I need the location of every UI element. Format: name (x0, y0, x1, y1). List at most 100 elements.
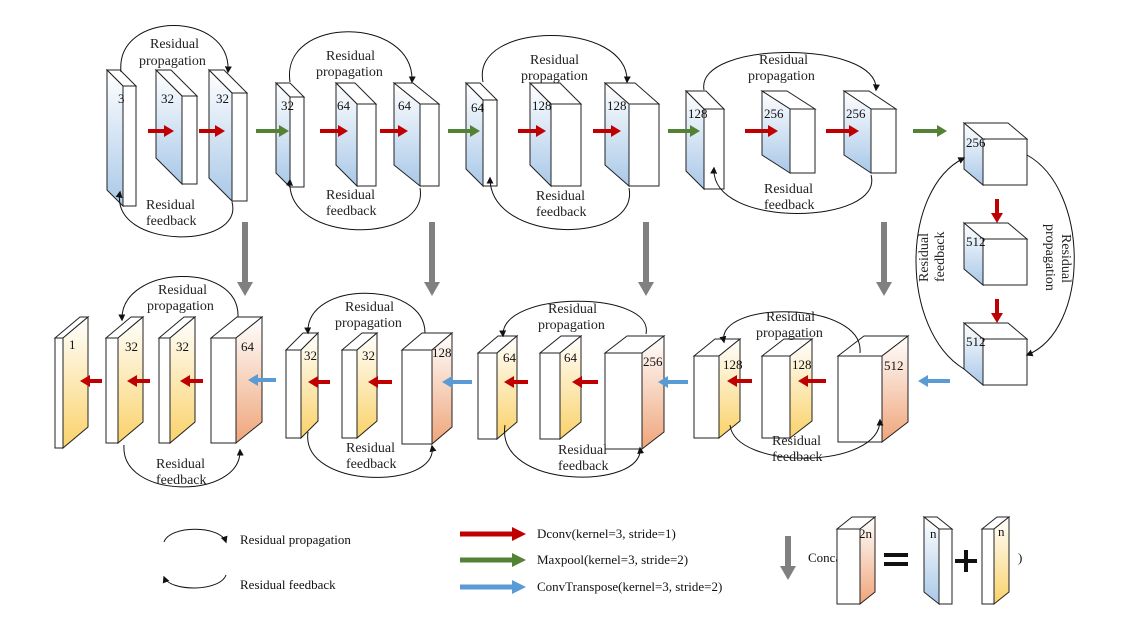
feedback-label: feedback (326, 204, 377, 219)
block-label: 64 (241, 339, 255, 354)
block-label: 128 (688, 106, 708, 121)
legend-maxpool-label: Maxpool(kernel=3, stride=2) (537, 552, 688, 567)
residual-label: Residual (346, 441, 395, 456)
legend-propagation: Residual propagation (163, 528, 351, 547)
block-label: n (930, 526, 937, 541)
feature-block-bott-c: 512 (962, 321, 1029, 387)
feature-block-enc1-b: 32 (154, 68, 199, 186)
bottleneck-stage: 256 512 512 Residual propagation Residua… (915, 121, 1075, 387)
encoder-stage-1: 3 32 32 Residual propagation Residual fe… (105, 25, 249, 238)
block-label: 128 (607, 98, 627, 113)
residual-label: Residual (764, 182, 813, 197)
dconv-arrow (826, 125, 859, 137)
feature-block-enc3-b: 128 (528, 81, 583, 188)
block-label: n (998, 524, 1005, 539)
dconv-arrow (798, 375, 826, 387)
encoder-stage-4: 128 256 256 Residual propagation Residua… (684, 52, 898, 214)
block-label: 3 (118, 91, 125, 106)
residual-label: Residual (345, 300, 394, 315)
legend-propagation-label: Residual propagation (240, 532, 351, 547)
residual-label: Residual (536, 189, 585, 204)
concat-block-n-blue: n (922, 515, 954, 606)
feature-block-enc3-c: 128 (603, 81, 661, 188)
residual-label: Residual (146, 198, 195, 213)
block-label: 512 (966, 334, 986, 349)
propagation-label: propagation (1042, 224, 1057, 291)
block-label: 128 (792, 357, 812, 372)
decoder-stage-2: 32 32 128 Residual propagation Residual … (284, 292, 454, 478)
feedback-label: feedback (536, 205, 587, 220)
residual-label: Residual (150, 37, 199, 52)
dconv-arrow (727, 375, 752, 387)
decoder-stage-4: 128 128 512 Residual propagation Residua… (692, 310, 910, 465)
propagation-label: propagation (521, 69, 588, 84)
feature-block-dec4-a: 128 (692, 337, 743, 440)
feedback-label: feedback (346, 457, 397, 472)
feature-block-enc2-a: 32 (274, 81, 306, 189)
dconv-arrow (148, 125, 174, 137)
residual-label: Residual (766, 310, 815, 325)
decoder-arrows (80, 374, 950, 388)
feedback-label: feedback (156, 473, 207, 488)
block-label: 2n (859, 526, 873, 541)
feature-block-enc1-c: 32 (207, 68, 249, 203)
convtranspose-arrow (442, 376, 472, 388)
block-label: 1 (69, 337, 76, 352)
block-label: 32 (281, 98, 294, 113)
concat-arrow (876, 222, 892, 296)
block-label: 32 (176, 339, 189, 354)
legend: Residual propagation Residual feedback D… (162, 515, 1022, 606)
block-label: 512 (966, 234, 986, 249)
dconv-arrow (991, 299, 1003, 323)
residual-label: Residual (158, 283, 207, 298)
feature-block-dec4-b: 128 (760, 337, 814, 440)
block-label: 64 (503, 350, 517, 365)
maxpool-arrow (668, 125, 700, 137)
propagation-label: propagation (538, 318, 605, 333)
propagation-label: propagation (139, 54, 206, 69)
concat-skip-arrows (237, 222, 892, 296)
feature-block-dec2-b: 32 (340, 331, 379, 440)
concat-arrow (424, 222, 440, 296)
block-label: 128 (432, 345, 452, 360)
dconv-arrow (572, 376, 598, 388)
block-label: 64 (337, 98, 351, 113)
feedback-label: feedback (933, 231, 948, 282)
feature-block-dec3-a: 64 (476, 334, 519, 441)
block-label: 32 (304, 348, 317, 363)
block-label: 256 (846, 106, 866, 121)
residual-label: Residual (759, 53, 808, 68)
residual-label: Residual (558, 443, 607, 458)
dconv-arrow (320, 125, 348, 137)
feature-block-enc4-c: 256 (842, 90, 898, 174)
propagation-label: propagation (335, 316, 402, 331)
plus-sign (955, 550, 977, 572)
propagation-label: propagation (748, 69, 815, 84)
concat-arrow (237, 222, 253, 296)
convtranspose-arrow (248, 374, 276, 386)
feature-block-enc1-a: 3 (105, 68, 138, 208)
dconv-arrow (368, 376, 392, 388)
block-label: 32 (125, 339, 138, 354)
dconv-arrow (991, 199, 1003, 223)
block-label: 128 (532, 98, 552, 113)
residual-label: Residual (326, 49, 375, 64)
concat-arrow (780, 536, 796, 580)
dconv-arrow (80, 375, 102, 387)
encoder-stage-3: 64 128 128 Residual propagation Residual… (464, 35, 661, 231)
block-label: 32 (362, 348, 375, 363)
dconv-arrow (308, 376, 330, 388)
maxpool-arrow (256, 125, 289, 137)
dconv-arrow (180, 375, 203, 387)
legend-concat: Concat( 2n n (780, 515, 1022, 606)
dconv-arrow (745, 125, 778, 137)
legend-convtranspose: ConvTranspose(kernel=3, stride=2) (460, 579, 722, 594)
block-label: 128 (723, 357, 743, 372)
feature-block-enc2-c: 64 (392, 81, 441, 188)
propagation-label: propagation (316, 65, 383, 80)
block-label: 32 (161, 91, 174, 106)
residual-label: Residual (530, 53, 579, 68)
dconv-arrow (127, 375, 150, 387)
convtranspose-arrow (658, 376, 688, 388)
residual-label: Residual (548, 302, 597, 317)
